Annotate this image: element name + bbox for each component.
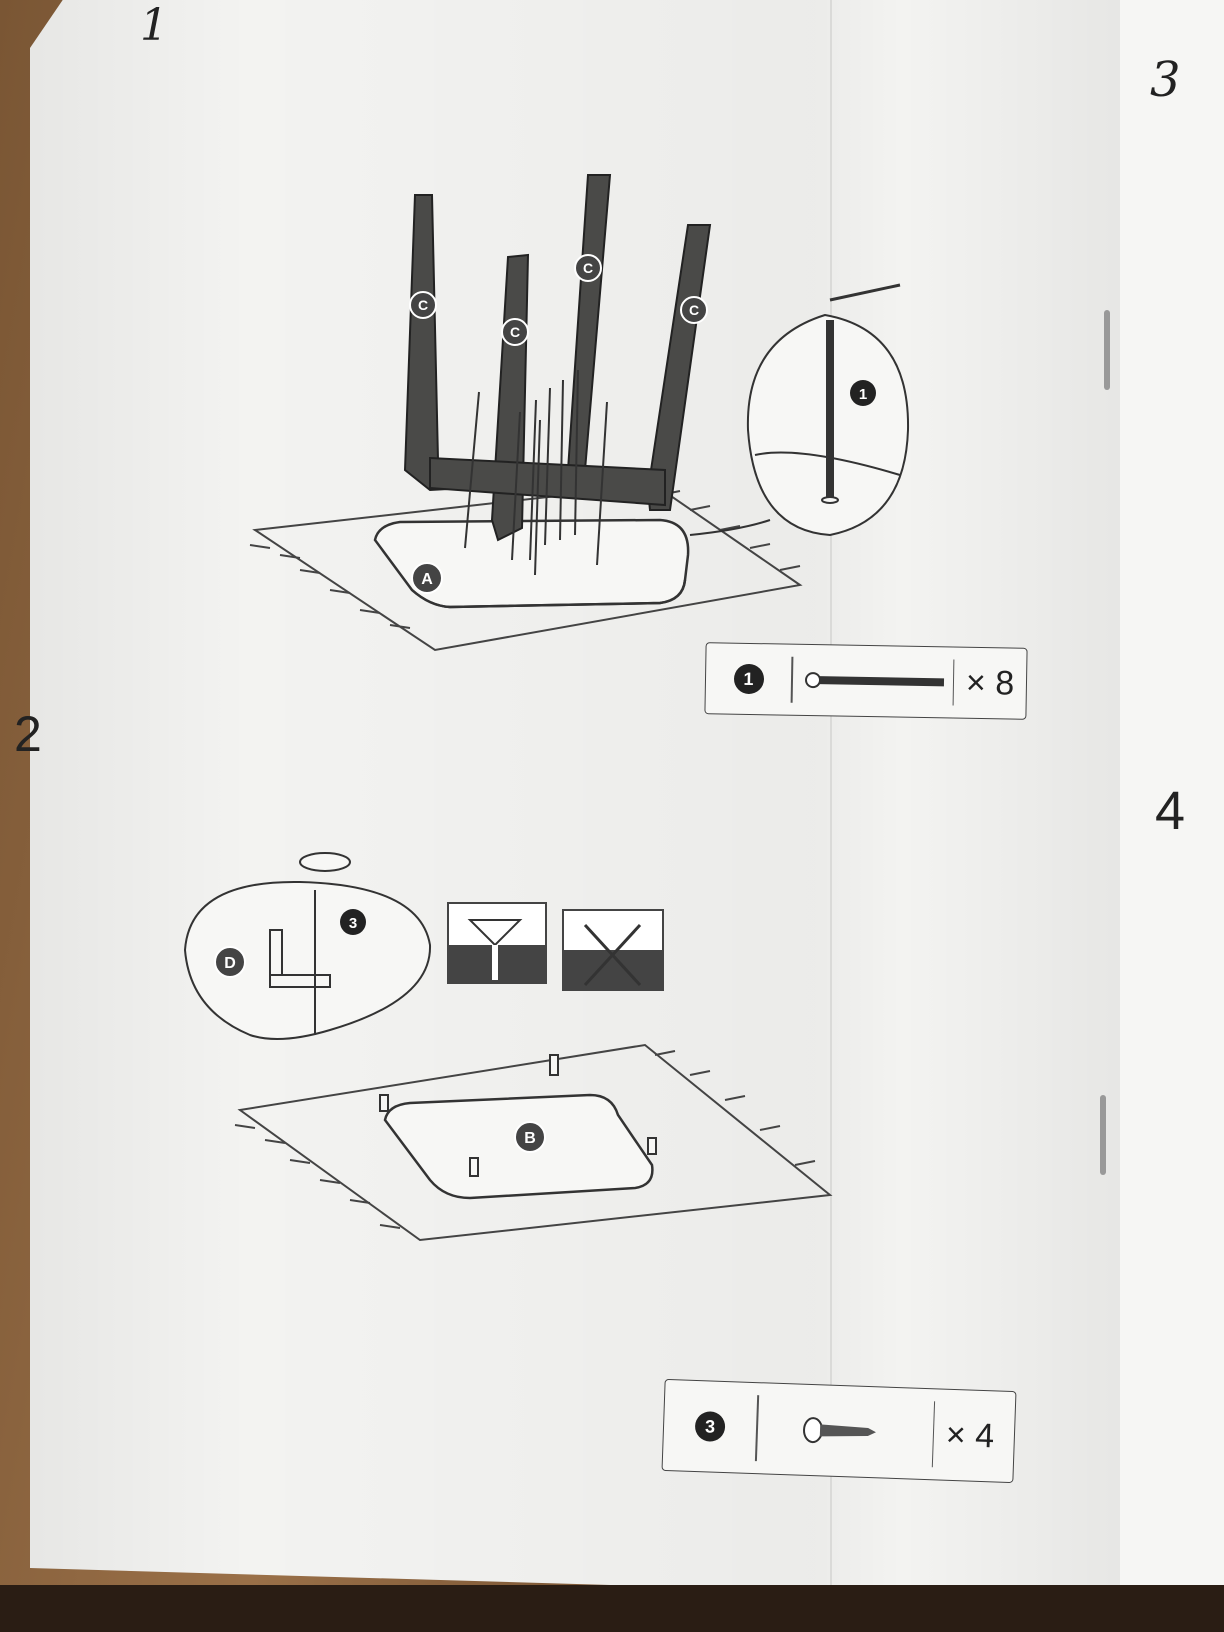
label-c: C	[418, 297, 428, 313]
label-ref-1: 1	[859, 386, 867, 403]
right-page-edge	[1110, 0, 1224, 1600]
staple	[1100, 1095, 1106, 1175]
leg-labels	[409, 254, 708, 346]
label-c: C	[689, 302, 699, 318]
page-fold	[830, 0, 832, 1600]
label-c: C	[583, 260, 593, 276]
label-d: D	[224, 955, 236, 972]
staple	[1104, 310, 1110, 390]
step2-floor-mat	[234, 1043, 833, 1242]
label-c: C	[510, 324, 520, 340]
part-quantity: × 8	[965, 663, 1015, 703]
detail-balloon-step1	[689, 283, 910, 537]
seat-a	[373, 518, 690, 609]
label-a-badge	[411, 562, 443, 594]
step-number-4: 4	[1155, 781, 1186, 841]
parts-list-item: 1 × 8	[704, 642, 1028, 720]
parts-list-item: 3 × 4	[661, 1378, 1017, 1484]
label-ref-3: 3	[349, 915, 357, 932]
screws-1	[464, 369, 608, 576]
part-quantity: × 4	[945, 1415, 995, 1455]
label-a: A	[421, 571, 433, 588]
long-screw-icon	[804, 672, 944, 689]
short-screw-icon	[802, 1417, 876, 1444]
part-ref-badge: 3	[694, 1410, 726, 1443]
legs-c	[403, 174, 712, 542]
hand-tighten-ok-icon	[447, 902, 547, 984]
detail-balloon-step2	[183, 852, 432, 1040]
step-number-3: 3	[1150, 52, 1181, 108]
part-ref-badge: 1	[733, 663, 764, 695]
power-tool-no-icon	[562, 909, 664, 991]
label-b: B	[524, 1130, 536, 1147]
table-edge	[0, 1585, 1224, 1632]
step-number-1: 1	[140, 0, 168, 51]
step-number-2: 2	[14, 706, 42, 762]
brackets-d	[379, 1054, 657, 1177]
